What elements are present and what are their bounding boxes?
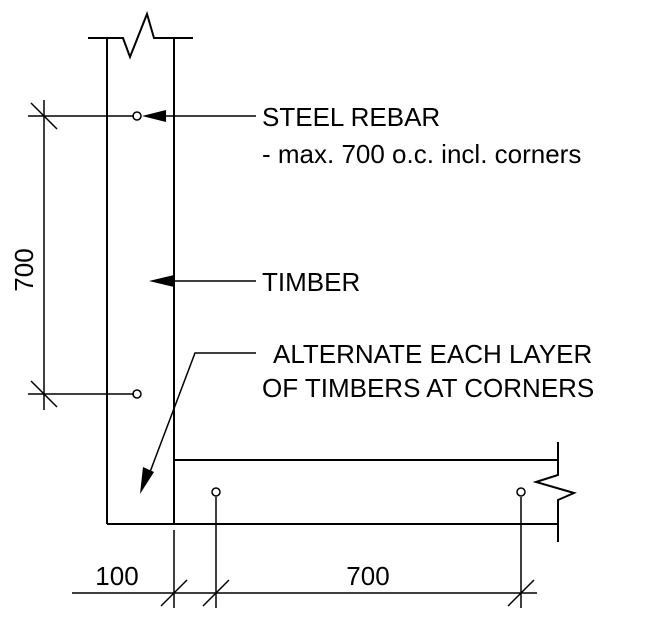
vertical-dim-tick-bottom: [30, 380, 58, 408]
vertical-timber-wall: [88, 10, 193, 524]
corner-label-line2: OF TIMBERS AT CORNERS: [262, 373, 594, 403]
corner-arrowhead-icon: [140, 467, 154, 494]
rebar-circle-corner: [132, 389, 142, 399]
corner-label-line1: ALTERNATE EACH LAYER: [273, 339, 592, 369]
vertical-dimension: [28, 100, 134, 410]
timber-label: TIMBER: [262, 267, 360, 297]
rebar-group: [132, 111, 526, 497]
wall-thickness-label: 100: [95, 561, 138, 591]
horizontal-timber-wall: [107, 442, 577, 542]
rebar-circle-horizontal-right: [516, 487, 526, 497]
rebar-circle-top: [132, 111, 142, 121]
horizontal-spacing-label: 700: [346, 561, 389, 591]
rebar-label-note: - max. 700 o.c. incl. corners: [262, 139, 581, 169]
corner-leader: [140, 352, 256, 494]
vertical-dim-tick-top: [30, 102, 58, 130]
vertical-dimension-label: 700: [9, 248, 39, 291]
corner-leader-line: [149, 352, 256, 473]
top-break-line: [88, 10, 193, 60]
horizontal-dim-tick-rebar-left: [202, 579, 230, 607]
horizontal-dim-tick-rebar-right: [507, 579, 535, 607]
rebar-leader: [142, 110, 256, 122]
rebar-arrowhead-icon: [142, 110, 166, 122]
rebar-circle-horizontal-left: [211, 487, 221, 497]
horizontal-dim-tick-wall: [160, 579, 188, 607]
timber-leader: [149, 275, 256, 287]
rebar-label-title: STEEL REBAR: [262, 102, 440, 132]
timber-arrowhead-icon: [149, 275, 174, 287]
horizontal-dimensions: [72, 497, 537, 608]
right-break-line: [532, 442, 577, 542]
